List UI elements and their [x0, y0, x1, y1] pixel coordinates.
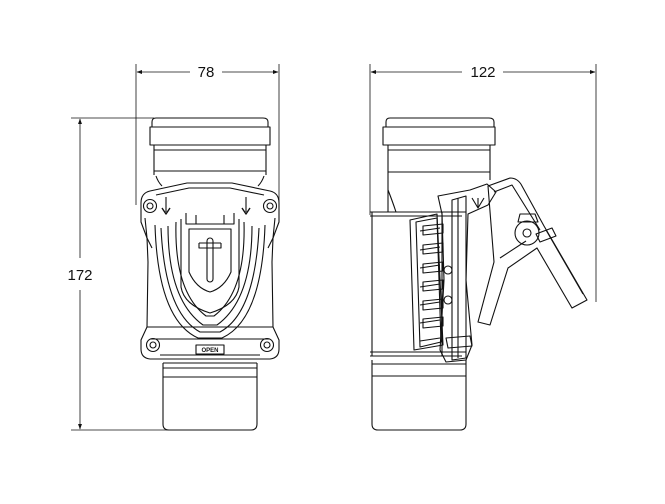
side-body	[370, 211, 466, 357]
side-valve-housing	[437, 183, 497, 363]
front-bolts	[142, 198, 278, 353]
front-top-pipe	[149, 117, 271, 187]
side-view	[370, 117, 588, 431]
front-view	[140, 117, 280, 360]
dimension-height-label: 172	[67, 267, 92, 284]
side-internal-flap	[409, 213, 444, 351]
front-open-label: OPEN	[201, 348, 218, 354]
front-body-outline	[140, 182, 280, 360]
side-top-pipe	[382, 117, 496, 213]
front-centre-slot	[198, 237, 222, 283]
dimension-side-width-label: 122	[470, 64, 495, 81]
front-lower-band	[147, 326, 273, 356]
dimension-front-width-label: 78	[198, 64, 215, 81]
dimension-front-width	[135, 64, 280, 205]
front-bottom-pipe	[162, 362, 258, 431]
dimension-height	[71, 117, 167, 431]
front-flow-arrows	[161, 197, 251, 215]
side-bottom-pipe	[371, 360, 467, 431]
front-inner-shield	[154, 213, 266, 339]
dimension-side-width	[369, 64, 597, 302]
side-lever-arm	[477, 177, 588, 326]
